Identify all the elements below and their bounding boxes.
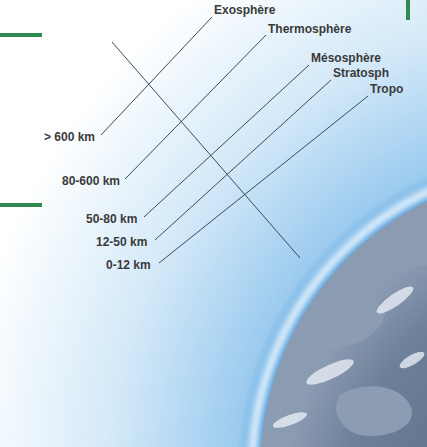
leader-line (144, 65, 309, 217)
leader-line (155, 80, 331, 240)
altitude-label: > 600 km (44, 130, 95, 144)
altitude-label: 12-50 km (96, 235, 147, 249)
page-rule (0, 33, 42, 37)
altitude-label: 50-80 km (86, 212, 137, 226)
altitude-label: 80-600 km (62, 174, 120, 188)
altitude-label: 0-12 km (106, 258, 151, 272)
layer-name: Mésosphère (311, 51, 381, 65)
leader-line (101, 17, 212, 135)
page-rule (406, 0, 410, 20)
atmosphere-halo (252, 162, 427, 447)
page-rule (0, 203, 42, 207)
clouds (271, 282, 426, 430)
earth (260, 170, 427, 447)
layer-name: Thermosphère (268, 22, 351, 36)
layer-name: Exosphère (214, 3, 275, 17)
leader-line (125, 35, 266, 179)
leader-line (159, 96, 368, 263)
layer-name: Tropo (370, 82, 403, 96)
continents (300, 216, 427, 436)
layer-name: Stratosph (333, 66, 389, 80)
